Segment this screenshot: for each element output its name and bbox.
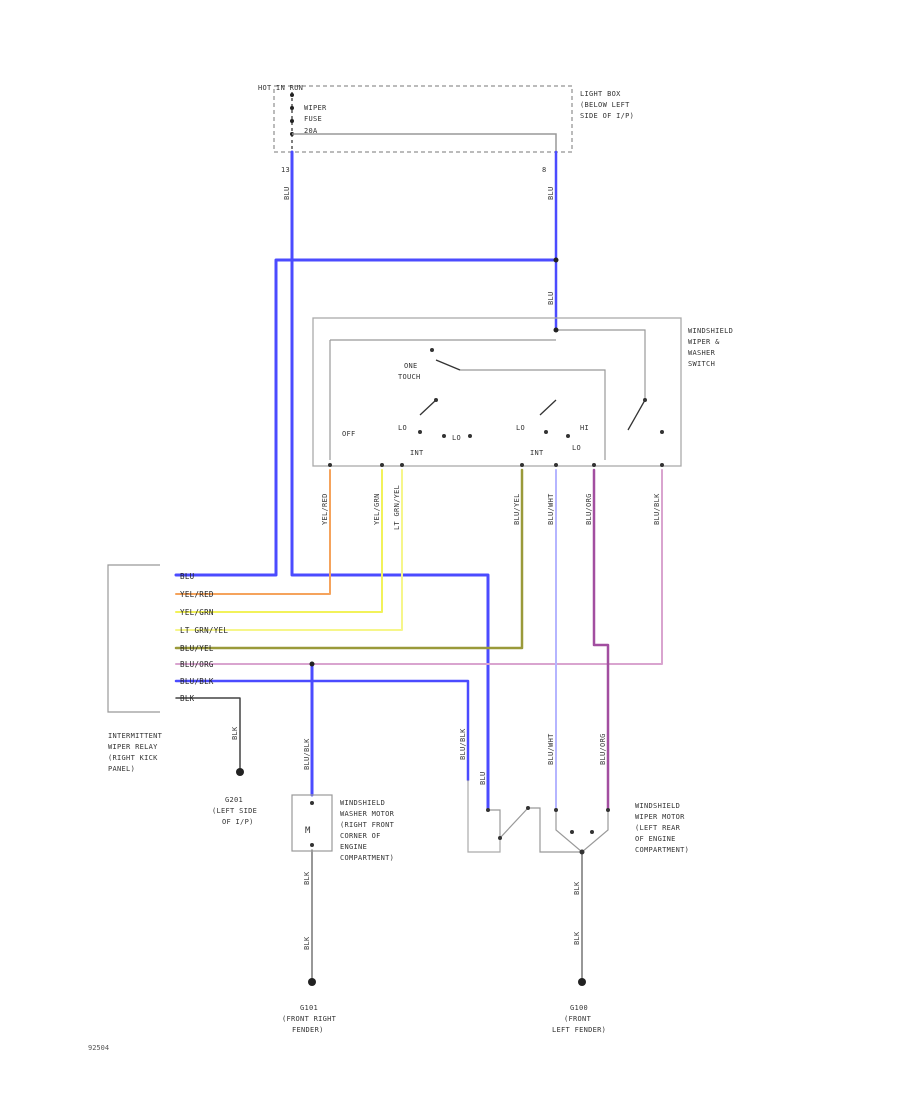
ground-relay-1: G201 [225, 796, 243, 804]
switch-off-label: OFF [342, 430, 356, 438]
fuse-location-3: SIDE OF I/P) [580, 112, 634, 120]
wl-top-left: BLU [283, 186, 291, 200]
wl-relay-gnd: BLK [231, 726, 239, 740]
pump-name-4: CORNER OF [340, 832, 381, 840]
ground-motor: G100 (FRONT LEFT FENDER) [552, 978, 606, 1034]
switch-one-label: ONE [404, 362, 418, 370]
motor-name-4: OF ENGINE [635, 835, 676, 843]
switch-name-4: SWITCH [688, 360, 715, 368]
pump-name-3: (RIGHT FRONT [340, 821, 395, 829]
intermittent-relay: BLU YEL/RED YEL/GRN LT GRN/YEL BLU/YEL B… [107, 564, 228, 773]
washer-motor: M WINDSHIELD WASHER MOTOR (RIGHT FRONT C… [291, 794, 395, 862]
wl-pump-gnd2: BLK [303, 936, 311, 950]
relay-name-3: (RIGHT KICK [108, 754, 158, 762]
wl-sw-4: BLU/YEL [513, 493, 521, 525]
junction-dots [309, 257, 559, 667]
motor-name-5: COMPARTMENT) [635, 846, 689, 854]
switch-lo2-label: LO [452, 434, 461, 442]
ground-pump-2: (FRONT RIGHT [282, 1015, 337, 1023]
wl-pump-gnd1: BLK [303, 871, 311, 885]
relay-pin-7: BLU/BLK [180, 677, 214, 686]
relay-pin-1: BLU [180, 572, 194, 581]
pump-symbol: M [305, 826, 311, 836]
fuse-label-2: FUSE [304, 115, 322, 123]
switch-name-3: WASHER [688, 349, 716, 357]
pump-name-5: ENGINE [340, 843, 367, 851]
fuse-pin-right: 8 [542, 166, 547, 174]
switch-touch-label: TOUCH [398, 373, 421, 381]
wl-sw-5: BLU/WHT [547, 493, 555, 525]
wl-pump-in: BLU/BLK [303, 738, 311, 770]
pump-name-2: WASHER MOTOR [340, 810, 395, 818]
ground-pump: G101 (FRONT RIGHT FENDER) [282, 978, 337, 1034]
wire-yel-grn [175, 469, 383, 613]
ground-motor-2: (FRONT [564, 1015, 592, 1023]
wire-lt-grn-yel [175, 469, 403, 631]
relay-pin-6: BLU/ORG [180, 660, 214, 669]
pump-name-1: WINDSHIELD [340, 799, 385, 807]
ground-motor-1: G100 [570, 1004, 588, 1012]
wire-blu-left-feed [290, 150, 490, 812]
fuse-box: HOT IN RUN WIPER FUSE 20A LIGHT BOX (BEL… [258, 84, 634, 174]
relay-name-2: WIPER RELAY [108, 743, 158, 751]
fuse-label-1: WIPER [304, 104, 327, 112]
wiper-motor: WINDSHIELD WIPER MOTOR (LEFT REAR OF ENG… [467, 780, 689, 855]
wl-motor-d: BLU/ORG [599, 733, 607, 765]
relay-pin-2: YEL/RED [180, 590, 214, 599]
wire-blu-crossover [174, 258, 558, 577]
motor-name-2: WIPER MOTOR [635, 813, 685, 821]
relay-pin-8: BLK [180, 694, 195, 703]
motor-name-1: WINDSHIELD [635, 802, 680, 810]
wl-motor-c: BLU/WHT [547, 733, 555, 765]
wl-sw-1: YEL/RED [321, 493, 329, 525]
fuse-box-title: HOT IN RUN [258, 84, 303, 92]
wire-yel-red [175, 469, 331, 595]
wiper-washer-switch: WINDSHIELD WIPER & WASHER SWITCH ONE TOU… [312, 317, 733, 467]
reference-number: 92504 [88, 1044, 109, 1052]
switch-name-1: WINDSHIELD [688, 327, 733, 335]
wl-top-right: BLU [547, 186, 555, 200]
wl-sw-in: BLU [547, 291, 555, 305]
switch-int2-label: INT [530, 449, 544, 457]
fuse-label-3: 20A [304, 127, 318, 135]
wire-blu-blk [174, 679, 470, 782]
fuse-location-1: LIGHT BOX [580, 90, 621, 98]
wl-sw-6: BLU/ORG [585, 493, 593, 525]
ground-pump-1: G101 [300, 1004, 318, 1012]
relay-name-1: INTERMITTENT [108, 732, 163, 740]
motor-name-3: (LEFT REAR [635, 824, 681, 832]
relay-name-4: PANEL) [108, 765, 135, 773]
wires [174, 150, 663, 981]
switch-name-2: WIPER & [688, 338, 720, 346]
fuse-pin-left: 13 [281, 166, 290, 174]
switch-hi-label: HI [580, 424, 589, 432]
wl-motor-b: BLU [479, 771, 487, 785]
wire-labels: BLU BLU BLU YEL/RED YEL/GRN LT GRN/YEL B… [231, 186, 661, 950]
wl-motor-a: BLU/BLK [459, 728, 467, 760]
ground-relay: G201 (LEFT SIDE OF I/P) [212, 768, 257, 826]
wl-motor-gnd1: BLK [573, 881, 581, 895]
switch-int-label: INT [410, 449, 424, 457]
ground-relay-3: OF I/P) [222, 818, 254, 826]
wire-purple [592, 468, 610, 812]
wire-blu-org [175, 469, 663, 665]
wl-sw-3: LT GRN/YEL [393, 485, 401, 530]
relay-pin-3: YEL/GRN [180, 608, 214, 617]
ground-pump-3: FENDER) [292, 1026, 324, 1034]
ground-relay-2: (LEFT SIDE [212, 807, 257, 815]
switch-lo4-label: LO [572, 444, 581, 452]
switch-lo-label: LO [398, 424, 407, 432]
wl-motor-gnd2: BLK [573, 931, 581, 945]
wl-sw-2: YEL/GRN [373, 493, 381, 525]
relay-pin-4: LT GRN/YEL [180, 626, 228, 635]
wire-relay-gnd [175, 697, 241, 771]
fuse-location-2: (BELOW LEFT [580, 101, 630, 109]
switch-lo3-label: LO [516, 424, 525, 432]
wire-blu-yel [174, 468, 524, 650]
pump-name-6: COMPARTMENT) [340, 854, 394, 862]
relay-pin-5: BLU/YEL [180, 644, 214, 653]
ground-motor-3: LEFT FENDER) [552, 1026, 606, 1034]
wl-sw-7: BLU/BLK [653, 493, 661, 525]
